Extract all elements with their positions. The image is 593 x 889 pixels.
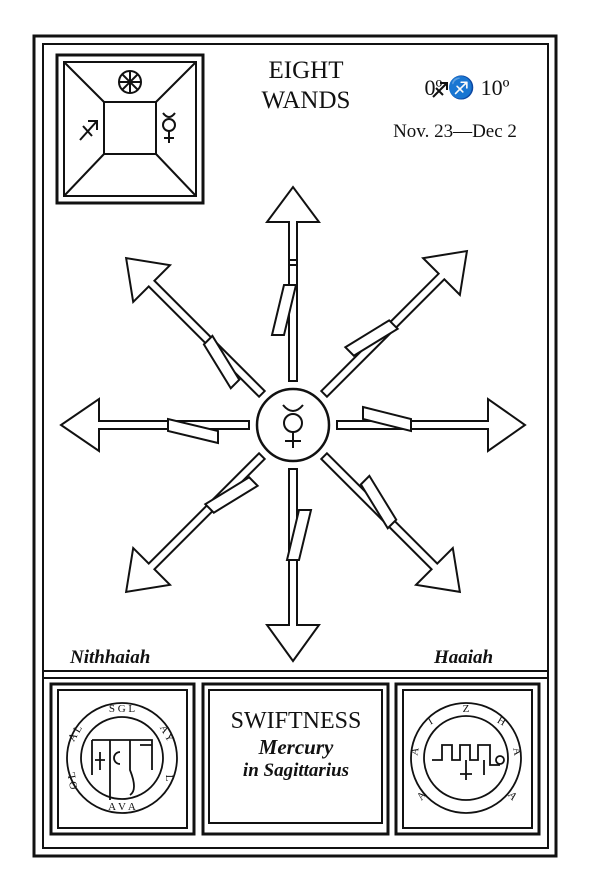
eight-wands	[59, 185, 527, 663]
angel-name-right: Haaiah	[434, 647, 494, 668]
svg-text:H: H	[495, 714, 508, 728]
degree-range: 0º ♐ 10º	[424, 75, 510, 100]
pyramid-box	[55, 53, 205, 205]
title-line-2: WANDS	[261, 87, 351, 114]
angel-name-left: Nithhaiah	[70, 647, 151, 668]
svg-text:S G L: S G L	[109, 703, 136, 715]
seal-left-icon: S G L A L O L A V A L A Y	[66, 702, 178, 814]
mercury-icon-small	[162, 112, 176, 143]
meaning-box	[201, 682, 390, 836]
svg-text:A V A: A V A	[108, 801, 136, 813]
card-title: EIGHT WANDS	[226, 56, 386, 116]
svg-text:A: A	[415, 789, 429, 803]
card-border-inner	[42, 43, 549, 849]
svg-text:A: A	[510, 747, 523, 757]
sagittarius-icon	[79, 120, 98, 141]
sun-wheel-icon	[118, 70, 142, 94]
card-border-outer	[32, 34, 558, 858]
sagittarius-degree-icon	[432, 82, 448, 98]
seal-box-left	[49, 682, 196, 836]
seal-box-right	[394, 682, 541, 836]
meaning-text: SWIFTNESS Mercury in Sagittarius	[209, 707, 383, 783]
svg-text:A: A	[408, 746, 421, 756]
svg-text:L: L	[163, 775, 175, 782]
meaning-keyword: SWIFTNESS	[230, 708, 362, 734]
svg-text:Z: Z	[463, 703, 470, 715]
svg-text:A: A	[505, 789, 519, 803]
meaning-sign: in Sagittarius	[242, 760, 350, 781]
meaning-planet: Mercury	[258, 735, 334, 759]
date-range: Nov. 23—Dec 2	[393, 121, 517, 142]
svg-text:O L: O L	[66, 771, 81, 791]
svg-text:I: I	[426, 715, 435, 727]
svg-text:A L: A L	[66, 723, 85, 744]
mercury-icon-center	[255, 387, 331, 463]
seal-right-icon: Z I A A H A A	[408, 702, 524, 814]
title-line-1: EIGHT	[268, 57, 344, 84]
